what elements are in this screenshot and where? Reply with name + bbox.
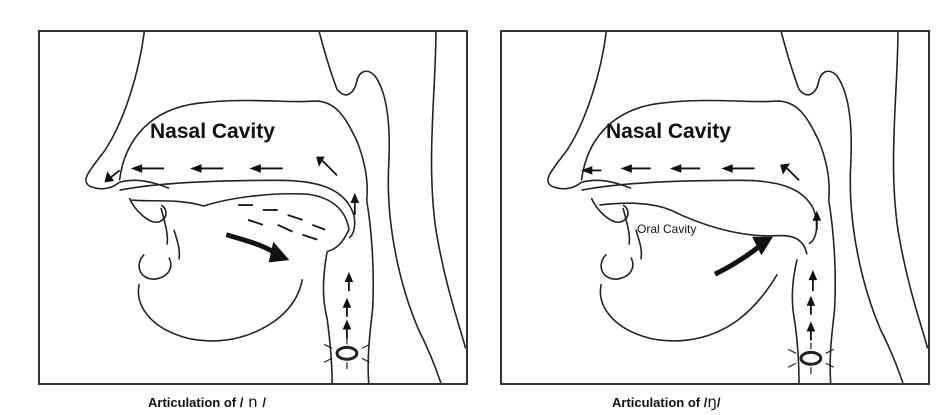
- caption-suffix: /: [717, 395, 721, 410]
- caption-articulation-n: Articulation of / n /: [148, 393, 266, 411]
- diagram-panel-n: Nasal Cavity: [38, 30, 468, 385]
- head-outline: [548, 32, 631, 189]
- lower-jaw: [138, 254, 302, 340]
- caption-articulation-ng: Articulation of /ŋ/: [612, 393, 720, 411]
- airflow-arrows: [583, 164, 819, 340]
- nasal-cavity-label: Nasal Cavity: [150, 120, 275, 144]
- palate-line: [582, 180, 817, 243]
- upper-lip: [591, 198, 628, 222]
- caption-suffix: /: [262, 395, 266, 410]
- vocal-folds: [801, 352, 821, 364]
- nasal-cavity-label: Nasal Cavity: [606, 120, 731, 144]
- spine-outline: [781, 32, 903, 383]
- phoneme-symbol: n: [243, 393, 262, 411]
- vocal-tract-diagram: [502, 32, 928, 383]
- pharynx-wall: [367, 200, 374, 383]
- head-outline: [86, 32, 169, 189]
- tongue-outline: [599, 203, 807, 254]
- caption-prefix: Articulation of /: [148, 395, 243, 410]
- palate-line: [120, 180, 355, 237]
- pharynx-wall: [829, 200, 836, 383]
- diagram-panel-ng: Nasal Cavity Oral Cavity: [500, 30, 930, 385]
- oral-cavity-label: Oral Cavity: [637, 222, 696, 236]
- lower-jaw: [600, 254, 777, 340]
- vocal-folds: [337, 347, 357, 359]
- caption-prefix: Articulation of /: [612, 395, 707, 410]
- phoneme-symbol: ŋ: [707, 393, 717, 411]
- vocal-tract-diagram: [40, 32, 466, 383]
- upper-lip: [129, 198, 166, 222]
